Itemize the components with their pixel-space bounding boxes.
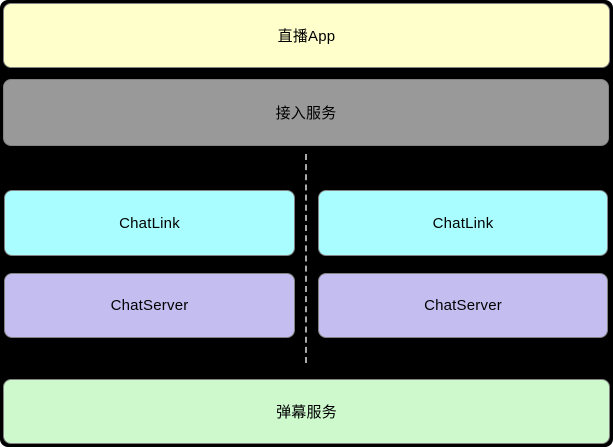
- node-chatserver-left: ChatServer: [4, 273, 295, 338]
- node-danmaku-service: 弹幕服务: [3, 379, 610, 444]
- node-chatserver-right: ChatServer: [318, 273, 608, 338]
- node-live-app: 直播App: [3, 3, 610, 68]
- partition-dashed-divider: [305, 154, 307, 363]
- node-access-service: 接入服务: [3, 79, 609, 146]
- node-chatlink-right: ChatLink: [318, 190, 608, 256]
- node-chatlink-left: ChatLink: [4, 190, 295, 256]
